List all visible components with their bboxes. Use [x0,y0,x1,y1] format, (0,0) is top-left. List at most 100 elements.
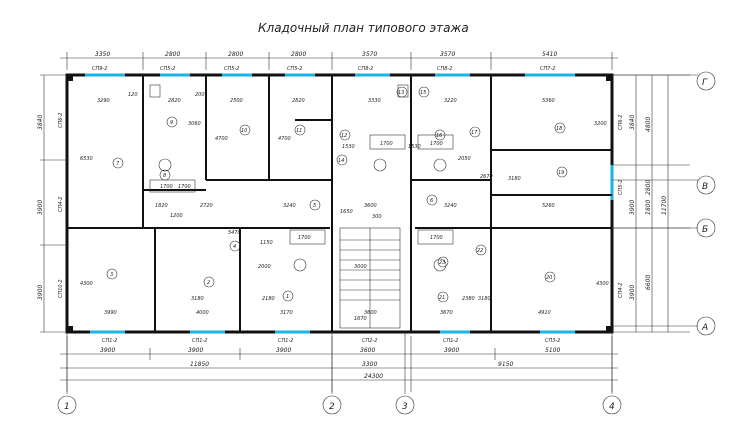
room-number: 7 [116,161,120,167]
axis-label: Г [702,78,708,88]
axis-label: В [702,182,708,192]
right-dim: 6600 [645,275,652,290]
right-total-dim: 11700 [661,196,668,215]
interior-dim: 2820 [168,98,181,104]
top-dim: 5410 [542,51,557,58]
window-mark: СП1-2 [192,338,207,344]
window-mark: СП5-2 [160,66,175,72]
room-number: 15 [420,90,426,96]
bottom-total: 11850 [190,361,209,368]
interior-dim: 1700 [430,141,443,147]
window-mark: СП10-2 [58,279,64,298]
interior-dim: 5360 [542,98,555,104]
interior-dim: 120 [128,92,138,98]
room-number: 12 [341,133,347,139]
interior-dim: 1650 [340,209,353,215]
room-number: 9 [170,120,173,126]
interior-dim: 3060 [188,121,201,127]
interior-dim: 4700 [215,136,228,142]
interior-dim: 1700 [160,184,173,190]
interior-dim: 3220 [444,98,457,104]
interior-dim: 3240 [444,203,457,209]
window-mark: СП8-2 [437,66,452,72]
right-dim: 4800 [645,117,652,132]
interior-dim: 4300 [80,281,93,287]
interior-dim: 1530 [408,144,421,150]
interior-dim: 1700 [178,184,191,190]
left-dimension-chain: 3840 3900 3900 СП6-2 СП4-2 СП10-2 [37,74,67,333]
interior-dim: 5470 [228,230,241,236]
window-mark: СП5-2 [224,66,239,72]
interior-dim: 3600 [364,310,377,316]
top-dim: 3350 [95,51,110,58]
window-mark: СП5-2 [618,180,624,195]
room-number: 6 [430,198,433,204]
interior-dimensions: 3290 2820 2500 2820 3330 3220 5360 6530 … [80,92,609,322]
interior-dim: 4000 [196,310,209,316]
room-number: 22 [477,248,483,254]
bottom-dim: 3900 [276,347,291,354]
interior-dim: 4910 [538,310,551,316]
top-dim: 3570 [440,51,455,58]
window-mark: СП6-2 [618,115,624,130]
room-number: 18 [556,126,562,132]
interior-dim: 2050 [458,156,471,162]
bottom-dim: 3900 [444,347,459,354]
plan-title: Кладочный план типового этажа [258,21,469,35]
room-number: 19 [558,170,564,176]
interior-dim: 3200 [594,121,607,127]
interior-dim: 2720 [200,203,213,209]
room-number: 10 [241,128,247,134]
right-dim: 3900 [629,285,636,300]
interior-dim: 1150 [260,240,273,246]
window-mark: СП3-2 [545,338,560,344]
interior-walls [67,75,612,332]
right-dim: 2800 [645,180,652,195]
bottom-total: 9150 [498,361,513,368]
interior-dim: 3330 [368,98,381,104]
interior-dim: 2000 [258,264,271,270]
room-number: 5 [313,203,316,209]
vertical-axes: 1 2 3 4 [57,332,622,415]
axis-label: 2 [329,402,335,412]
interior-dim: 4700 [278,136,291,142]
window-mark: СП9-2 [92,66,107,72]
window-mark: СП2-2 [362,338,377,344]
interior-dim: 3290 [97,98,110,104]
window-mark: СП5-2 [287,66,302,72]
left-dim: 3900 [37,200,44,215]
interior-dim: 200 [195,92,205,98]
bathroom-fixtures [149,84,454,272]
interior-dim: 4300 [596,281,609,287]
top-dimension-chain: 3350 2800 2800 2800 3570 3570 5410 [60,51,618,70]
room-number: 21 [439,295,445,301]
interior-dim: 3670 [440,310,453,316]
bottom-dim: 3900 [100,347,115,354]
bottom-dimension-chain: 3900 3900 3900 3600 3900 5100 11850 3300… [60,336,618,392]
bottom-dim: 3900 [188,347,203,354]
room-number: 16 [436,133,442,139]
interior-dim: 3180 [508,176,521,182]
axis-label: Б [702,225,708,235]
interior-dim: 1700 [430,235,443,241]
right-dim: 1800 [645,200,652,215]
window-mark: СП1-2 [102,338,117,344]
interior-dim: 5260 [542,203,555,209]
top-dim: 2800 [291,51,306,58]
window-mark: СП8-2 [358,66,373,72]
horizontal-axes: Г В Б А [612,71,716,336]
interior-dim: 2180 [262,296,275,302]
axis-label: 4 [609,402,615,412]
axis-label: 1 [64,402,70,412]
right-dimension-chain: 3840 3900 3900 4800 2800 1800 6600 11700… [612,74,690,333]
left-dim: 3840 [37,115,44,130]
interior-dim: 1670 [354,316,367,322]
room-number: 1 [286,294,289,300]
interior-dim: 2670 [480,174,493,180]
axis-label: А [701,323,708,333]
room-number: 2 [207,280,210,286]
staircase [339,227,401,329]
interior-dim: 2500 [230,98,243,104]
room-number: 13 [398,90,404,96]
